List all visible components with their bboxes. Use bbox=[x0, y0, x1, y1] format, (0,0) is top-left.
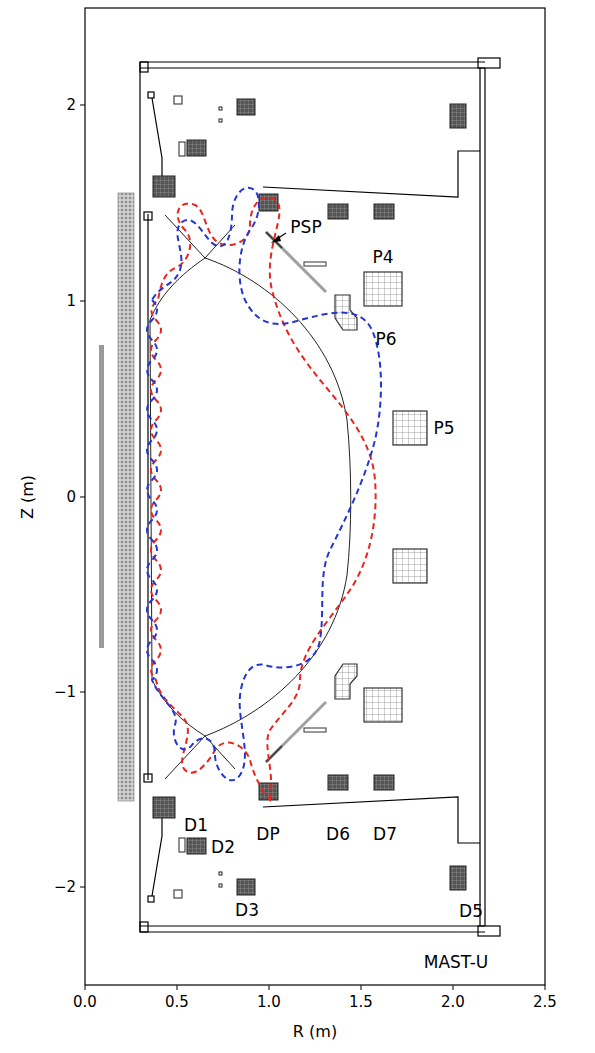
vessel-outline bbox=[140, 58, 500, 936]
component-label: PSP bbox=[290, 219, 321, 236]
poloidal-coils bbox=[335, 272, 427, 722]
coil-label: P4 bbox=[372, 249, 393, 266]
separatrix bbox=[150, 215, 351, 779]
coil-label: D2 bbox=[211, 839, 235, 856]
psp-plates bbox=[266, 232, 326, 762]
centre-column bbox=[118, 193, 134, 801]
solenoid-bar bbox=[99, 345, 104, 648]
tick-label: 0 bbox=[66, 490, 76, 505]
coil-label: DP bbox=[256, 826, 279, 843]
coil-label: D7 bbox=[373, 826, 397, 843]
tick-label: 1 bbox=[66, 294, 76, 309]
blue-contour bbox=[147, 188, 381, 781]
tick-label: 2 bbox=[66, 98, 76, 113]
coil-label: D1 bbox=[184, 817, 208, 834]
coil-label: D6 bbox=[326, 826, 350, 843]
tick-label: −2 bbox=[54, 880, 76, 895]
axis-title: R (m) bbox=[293, 1024, 337, 1040]
figure-label: MAST-U bbox=[424, 954, 489, 971]
coil-label: P5 bbox=[433, 420, 454, 437]
small-structures bbox=[174, 96, 222, 898]
coil-set bbox=[153, 99, 466, 895]
tick-label: 0.5 bbox=[165, 995, 189, 1010]
tick-label: 2.0 bbox=[441, 995, 465, 1010]
tick-label: 2.5 bbox=[533, 995, 557, 1010]
tick-label: 1.5 bbox=[349, 995, 373, 1010]
coil-label: D3 bbox=[235, 902, 259, 919]
tick-label: 1.0 bbox=[257, 995, 281, 1010]
red-contour bbox=[151, 198, 376, 800]
tick-marks bbox=[80, 105, 545, 990]
tick-label: −1 bbox=[54, 685, 76, 700]
coil-label: D5 bbox=[459, 903, 483, 920]
axis-title: Z (m) bbox=[20, 475, 36, 519]
tick-label: 0.0 bbox=[73, 995, 97, 1010]
coil-label: P6 bbox=[375, 331, 396, 348]
axes-frame bbox=[85, 8, 545, 985]
